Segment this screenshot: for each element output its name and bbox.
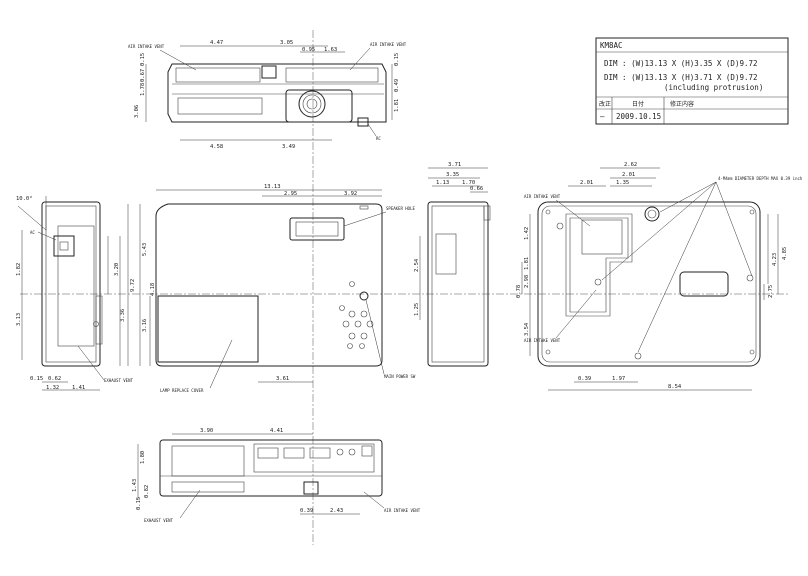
top-air-intake-label-left: AIR INTAKE VENT (128, 44, 165, 49)
title-block: KM8AC DIM : (W)13.13 X (H)3.35 X (D)9.72… (595, 37, 789, 125)
rear-dim-082: 0.82 (144, 485, 150, 498)
top-view (145, 45, 393, 141)
side-dim-254: 2.54 (414, 258, 420, 272)
left-view (17, 196, 121, 391)
left-dim-320: 3.20 (114, 263, 120, 276)
side-dim-335: 3.35 (446, 172, 459, 178)
front-speaker-label: SPEAKER HOLE (386, 206, 415, 211)
left-dim-132: 1.32 (46, 385, 59, 391)
top-dim-306: 3.06 (134, 105, 140, 118)
side-dim-170: 1.70 (462, 180, 475, 186)
top-rc-label: RC (376, 136, 381, 141)
top-dim-305: 3.05 (280, 40, 293, 46)
front-power-sw-label: MAIN POWER SW (384, 374, 416, 379)
bottom-dim-854: 8.54 (668, 384, 682, 390)
front-dim-392: 3.92 (344, 191, 357, 197)
bottom-dim-262: 2.62 (624, 162, 637, 168)
bottom-dim-181: 1.81 (524, 257, 530, 270)
top-air-intake-label-right: AIR INTAKE VENT (370, 42, 407, 47)
rear-air-intake-label: AIR INTAKE VENT (384, 508, 421, 513)
left-dim-015: 0.15 (30, 376, 43, 382)
bottom-dim-078: 0.78 (516, 285, 522, 298)
title-col-content: 修正内容 (670, 100, 694, 108)
rear-dim-243: 2.43 (330, 508, 343, 514)
bottom-dim-423: 4.23 (772, 253, 778, 266)
center-lines (20, 30, 788, 545)
side-dim-125: 1.25 (414, 303, 420, 316)
front-dim-361: 3.61 (276, 376, 289, 382)
top-dim-349: 3.49 (282, 144, 295, 150)
title-col-date: 日付 (632, 100, 644, 108)
rear-view (137, 433, 383, 515)
left-dim-336: 3.36 (120, 309, 126, 322)
bottom-dim-298: 2.98 (524, 275, 530, 288)
left-dim-141: 1.41 (72, 385, 85, 391)
side-dim-113: 1.13 (436, 180, 449, 186)
title-row-date: 2009.10.15 (616, 112, 661, 121)
bottom-air-intake-label: AIR INTAKE VENT (524, 194, 561, 199)
top-dim-178: 1.78 (140, 83, 146, 96)
rear-dim-015: 0.15 (136, 497, 142, 510)
top-dim-181: 1.81 (394, 99, 400, 112)
front-dim-316: 3.16 (142, 319, 148, 332)
top-dim-163: 1.63 (324, 47, 337, 53)
left-dim-062: 0.62 (48, 376, 61, 382)
bottom-dim-354: 3.54 (524, 322, 530, 336)
bottom-dim-135: 1.35 (616, 180, 629, 186)
title-model: KM8AC (600, 41, 623, 50)
front-dim-543: 5.43 (142, 243, 148, 256)
bottom-dim-039: 0.39 (578, 376, 591, 382)
front-dim-418: 4.18 (150, 283, 156, 296)
rear-dim-390: 3.90 (200, 428, 213, 434)
bottom-dim-201a: 2.01 (622, 172, 635, 178)
front-dim-295: 2.95 (284, 191, 297, 197)
rear-dim-180: 1.80 (140, 451, 146, 464)
rear-dim-441: 4.41 (270, 428, 283, 434)
left-ac-label: AC (30, 230, 35, 235)
bottom-dim-142: 1.42 (524, 227, 530, 240)
left-dim-313: 3.13 (16, 313, 22, 326)
front-view (127, 189, 383, 383)
title-dim1: DIM : (W)13.13 X (H)3.35 X (D)9.72 (604, 59, 758, 68)
rear-dim-143: 1.43 (132, 479, 138, 492)
rear-dim-039: 0.39 (300, 508, 313, 514)
title-col-rev: 改正 (599, 100, 611, 108)
left-dim-angle: 10.0° (16, 196, 33, 202)
bottom-dim-201b: 2.01 (580, 180, 593, 186)
top-dim-049: 0.49 (394, 79, 400, 92)
front-lamp-cover-label: LAMP REPLACE COVER (160, 388, 204, 393)
side-dim-066: 0.66 (470, 186, 483, 192)
front-dim-972: 9.72 (130, 279, 136, 292)
bottom-mount-holes-label: 4-M4mm DIAMETER DEPTH MAX 0.39 inch (718, 176, 803, 181)
side-view (419, 167, 491, 367)
bottom-air-intake-label-2: AIR INTAKE VENT (524, 338, 561, 343)
top-dim-015b: 0.15 (394, 53, 400, 66)
title-dim2-note: (including protrusion) (664, 83, 763, 92)
left-exhaust-label: EXHAUST VENT (104, 378, 133, 383)
top-dim-458: 4.58 (210, 144, 223, 150)
rear-exhaust-label: EXHAUST VENT (144, 518, 173, 523)
title-dim2: DIM : (W)13.13 X (H)3.71 X (D)9.72 (604, 73, 758, 82)
bottom-dim-485: 4.85 (782, 247, 788, 260)
front-dim-1313: 13.13 (264, 184, 281, 190)
bottom-view (521, 167, 779, 391)
top-dim-095: 0.95 (302, 47, 315, 53)
title-row-rev: — (600, 112, 605, 121)
bottom-dim-197: 1.97 (612, 376, 625, 382)
top-dim-067: 0.67 (140, 69, 146, 82)
bottom-dim-275: 2.75 (768, 285, 774, 298)
top-dim-015: 0.15 (140, 53, 146, 66)
side-dim-371: 3.71 (448, 162, 461, 168)
left-dim-182: 1.82 (16, 263, 22, 276)
top-dim-447: 4.47 (210, 40, 223, 46)
